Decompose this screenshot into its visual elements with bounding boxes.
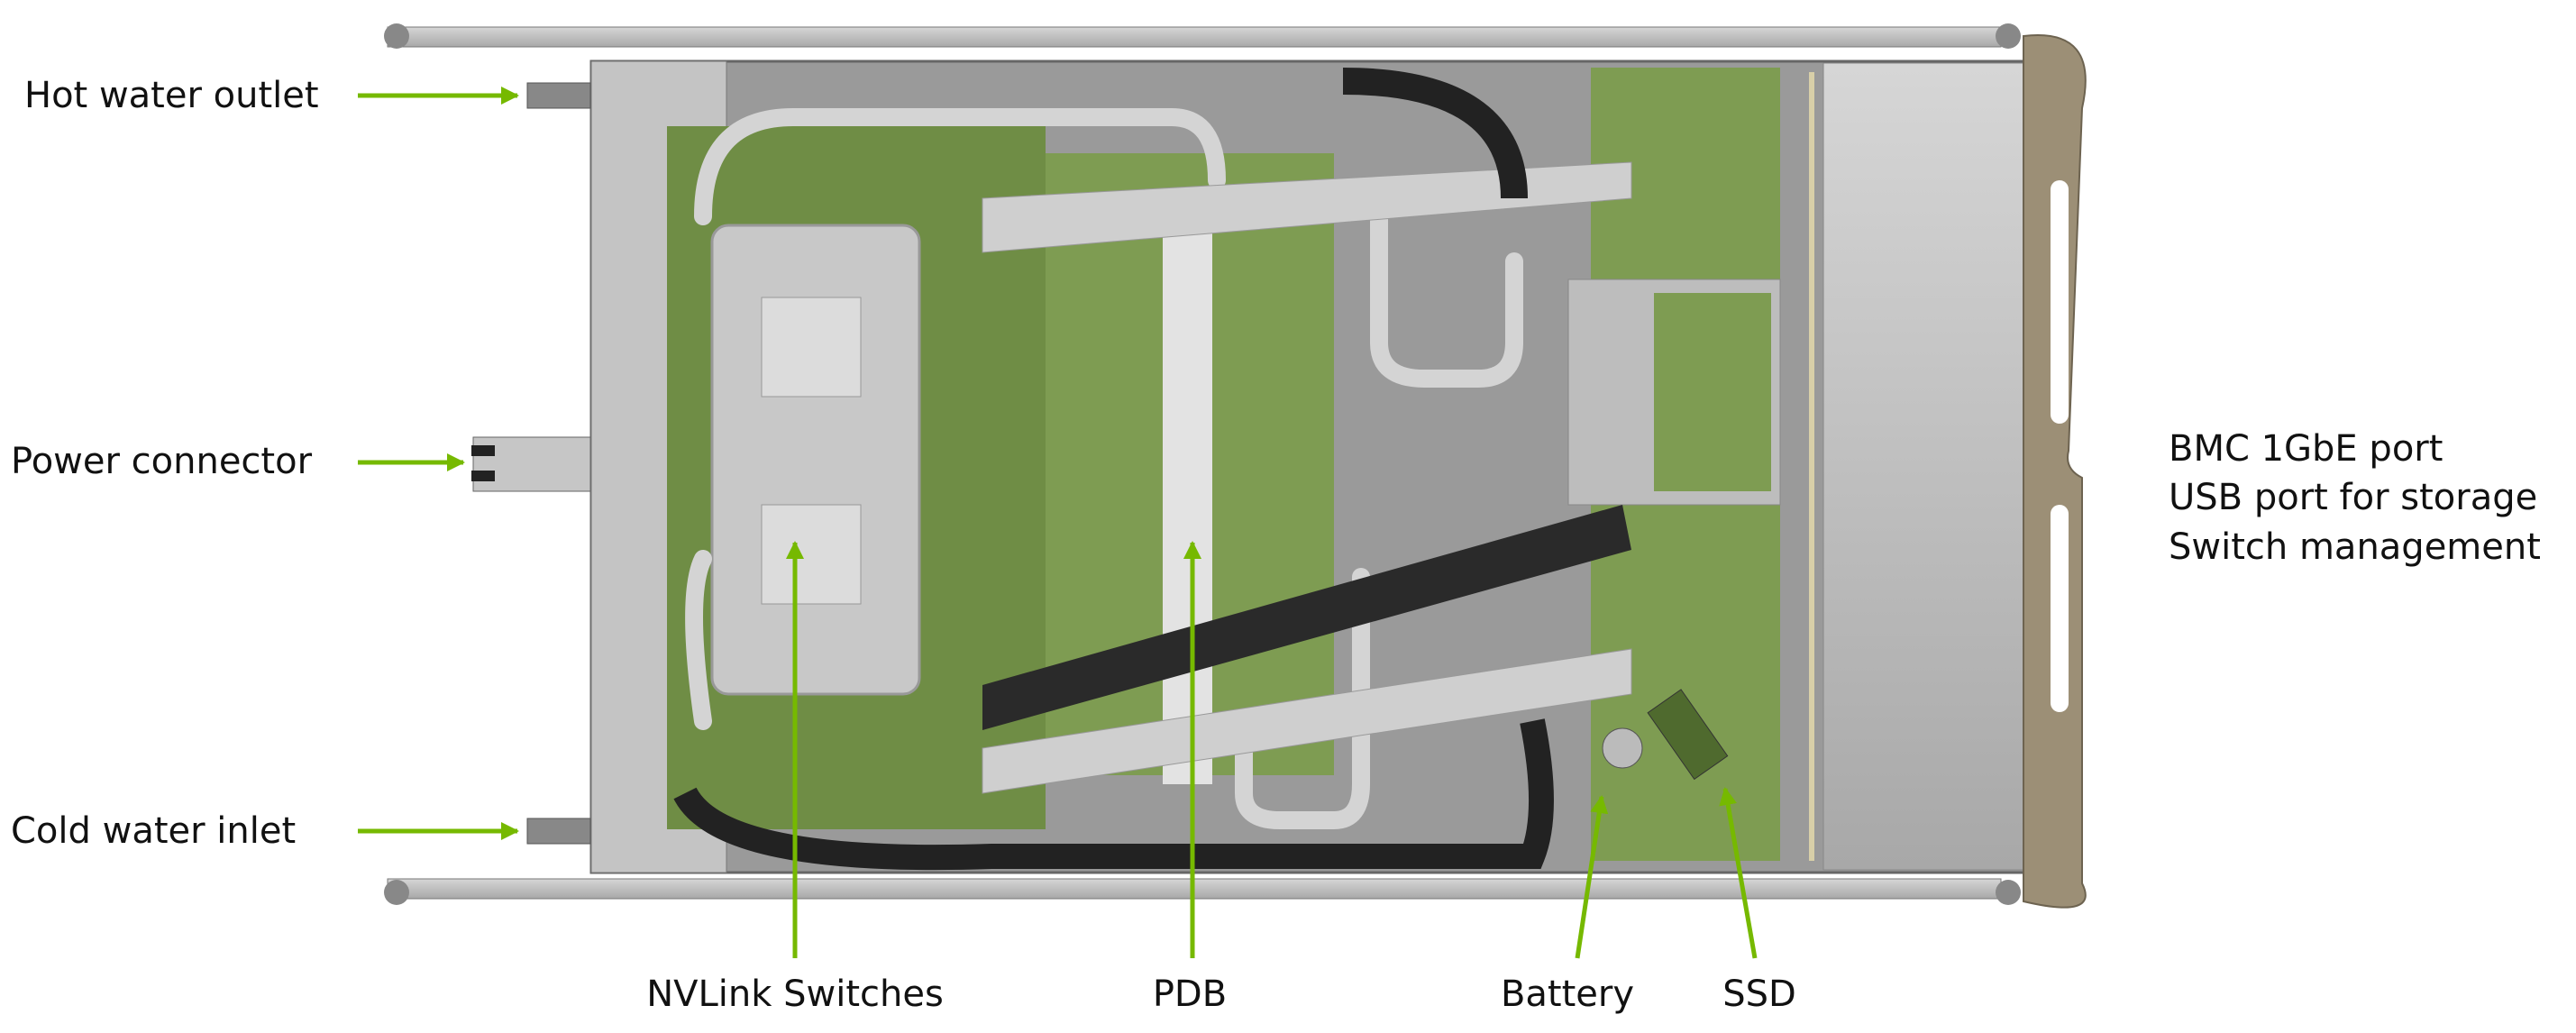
- ribbon-cable: [982, 505, 1631, 730]
- hot-water-connector: [526, 82, 591, 109]
- top-rail: [384, 23, 2021, 49]
- flex-cable-bottom: [982, 648, 1632, 794]
- label-bmc-port: BMC 1GbE port: [2169, 428, 2444, 470]
- arrow-battery: [1575, 795, 1609, 959]
- battery-cell: [1602, 727, 1643, 769]
- callout-arrows: [358, 87, 1758, 959]
- cold-water-connector: [526, 818, 591, 845]
- nvlink-cold-plate: [710, 224, 921, 696]
- ssd-module: [1647, 689, 1729, 781]
- label-hot-water-outlet: Hot water outlet: [24, 75, 319, 116]
- label-pdb: PDB: [1152, 974, 1228, 1015]
- black-hose: [1342, 68, 1528, 199]
- handle: [2023, 34, 2087, 909]
- pdb-spine: [1163, 225, 1212, 784]
- label-switch-management: Switch management: [2169, 526, 2541, 568]
- label-power-connector: Power connector: [11, 441, 313, 482]
- label-cold-water-inlet: Cold water inlet: [11, 810, 297, 852]
- label-ssd: SSD: [1722, 974, 1796, 1015]
- arrow-ssd: [1719, 787, 1758, 959]
- flex-cable-top: [982, 161, 1632, 253]
- coolant-tubes: [685, 108, 1523, 829]
- bottom-rail: [384, 878, 2021, 905]
- label-usb-port: USB port for storage: [2169, 477, 2538, 518]
- front-panel: [1822, 62, 2024, 871]
- label-nvlink-switches: NVLink Switches: [646, 974, 944, 1015]
- label-battery: Battery: [1500, 974, 1635, 1015]
